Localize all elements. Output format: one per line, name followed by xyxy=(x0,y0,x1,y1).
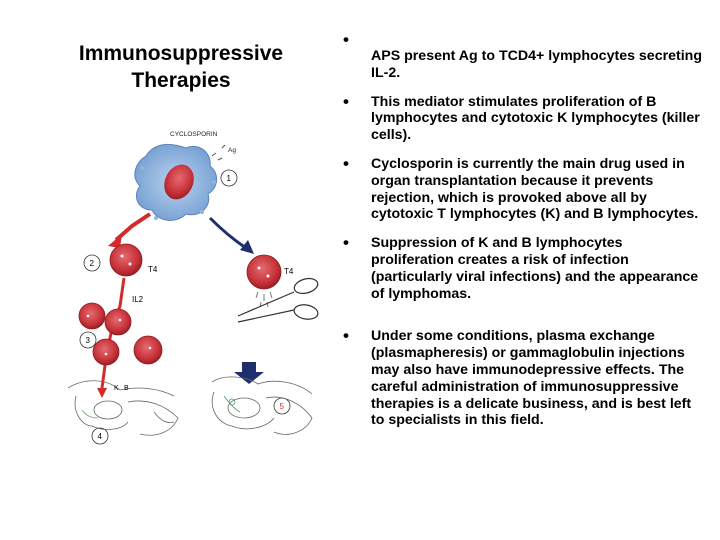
bullet-item: • This mediator stimulates proliferation… xyxy=(343,91,703,144)
t4-cell-left xyxy=(109,243,143,277)
step-marker-3: 3 xyxy=(79,331,97,349)
bullet-item: • Suppression of K and B lymphocytes pro… xyxy=(343,233,703,302)
step-marker-2: 2 xyxy=(83,254,101,272)
step-1-label: 1 xyxy=(227,174,232,183)
navy-suppression-arrow xyxy=(208,216,247,250)
apc-nucleus xyxy=(164,164,194,200)
bullet-marker: • xyxy=(343,91,349,111)
immunosuppression-illustration: CYCLOSPORIN Ag 1 2 3 4 5 T4 xyxy=(67,131,319,445)
step-3-label: 3 xyxy=(86,336,91,345)
bullet-marker: • xyxy=(343,233,349,253)
patient-illustration-left xyxy=(67,380,179,436)
bullet-item: • Cyclosporin is currently the main drug… xyxy=(343,153,703,223)
step-marker-1: 1 xyxy=(220,169,238,187)
navy-arrowhead xyxy=(240,240,254,254)
scissors-icon xyxy=(237,277,319,323)
step-5-label: 5 xyxy=(280,402,285,411)
red-arrowhead xyxy=(108,234,122,248)
bullet-marker: • xyxy=(343,326,349,346)
slide-title: Immunosuppressive Therapies xyxy=(40,40,322,94)
proliferating-cells xyxy=(78,302,163,366)
t4-label-left: T4 xyxy=(148,265,158,274)
t4-label-right: T4 xyxy=(284,267,294,276)
red-cascade-arrowhead xyxy=(97,388,107,398)
title-line-1: Immunosuppressive xyxy=(78,42,284,65)
cyclosporin-label: CYCLOSPORIN xyxy=(170,131,218,138)
navy-block-arrow xyxy=(234,362,264,384)
k-label: K xyxy=(114,385,119,392)
step-4-label: 4 xyxy=(98,432,103,441)
il2-secretion-dots xyxy=(255,291,273,308)
step-marker-4: 4 xyxy=(91,427,109,445)
bullet-marker: • xyxy=(343,30,349,49)
patient-illustration-right xyxy=(211,376,313,435)
antigen-label: Ag xyxy=(228,147,236,154)
bullet-item: • Under some conditions, plasma exchange… xyxy=(343,326,703,429)
b-label: B xyxy=(124,385,129,392)
antigen-dots xyxy=(211,144,226,161)
il2-label: IL2 xyxy=(132,295,144,304)
bullet-marker: • xyxy=(343,153,349,173)
bullet-text: This mediator stimulates proliferation o… xyxy=(371,93,700,144)
bullet-text: Under some conditions, plasma exchange (… xyxy=(371,328,692,429)
title-line-2: Therapies xyxy=(131,69,231,92)
bullet-list: • APS present Ag to TCD4+ lymphocytes se… xyxy=(343,31,703,441)
bullet-item: • APS present Ag to TCD4+ lymphocytes se… xyxy=(343,31,703,82)
bullet-text: Cyclosporin is currently the main drug u… xyxy=(371,155,699,223)
step-2-label: 2 xyxy=(90,259,95,268)
t4-cell-right xyxy=(246,254,282,290)
bullet-text: Suppression of K and B lymphocytes proli… xyxy=(371,235,699,302)
bullet-text: APS present Ag to TCD4+ lymphocytes secr… xyxy=(371,48,702,81)
step-marker-5: 5 xyxy=(273,397,291,415)
